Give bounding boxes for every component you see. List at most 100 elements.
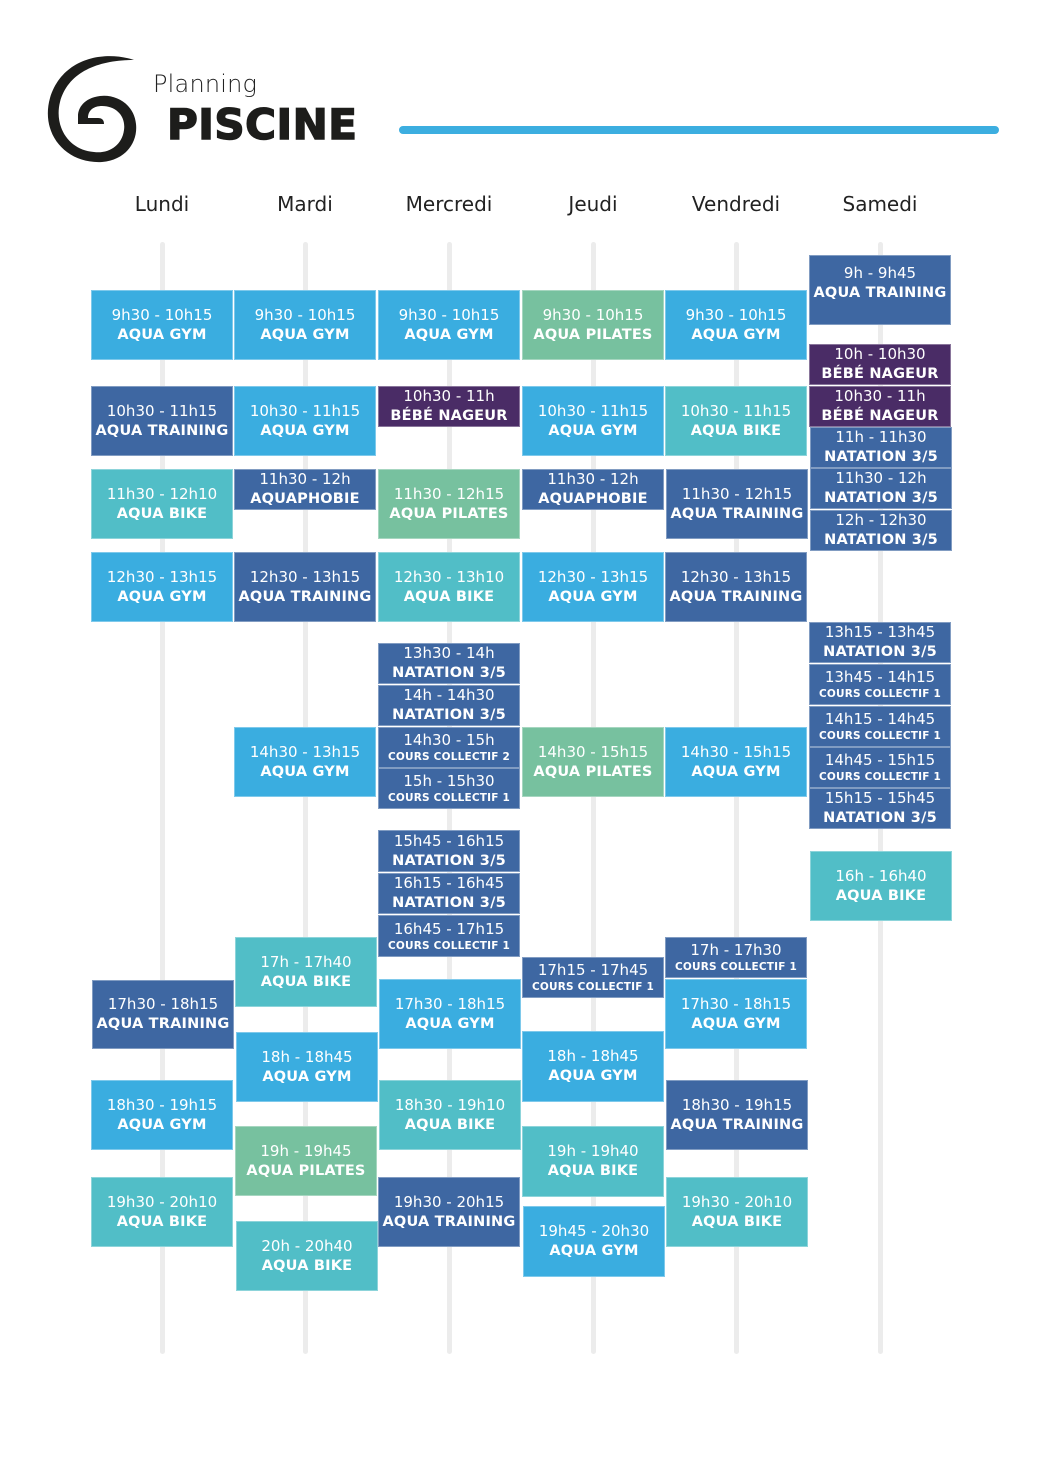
session-time: 11h30 - 12h15 <box>681 484 793 503</box>
session-name: BÉBÉ NAGEUR <box>821 366 939 382</box>
session-name: COURS COLLECTIF 1 <box>388 939 510 952</box>
session-time: 12h30 - 13h15 <box>106 567 218 586</box>
session-name: AQUA GYM <box>548 422 638 439</box>
session-name: AQUA GYM <box>260 422 350 439</box>
header-accent-line <box>399 126 999 134</box>
session-name: AQUA GYM <box>404 326 494 343</box>
session-time: 20h - 20h40 <box>261 1236 353 1255</box>
session-time: 16h - 16h40 <box>835 866 927 885</box>
session-time: 14h30 - 15h15 <box>537 742 649 761</box>
session-time: 14h45 - 15h15 <box>824 751 936 769</box>
session-time: 17h15 - 17h45 <box>537 961 649 979</box>
session-time: 17h - 17h30 <box>690 941 782 959</box>
day-header-samedi: Samedi <box>842 192 918 216</box>
session-time: 18h30 - 19h10 <box>394 1095 506 1114</box>
session-time: 10h30 - 11h15 <box>249 401 361 420</box>
session-name: NATATION 3/5 <box>392 895 506 911</box>
session-name: AQUA PILATES <box>389 505 509 522</box>
session-time: 13h15 - 13h45 <box>824 623 936 641</box>
session-time: 9h30 - 10h15 <box>111 305 213 324</box>
session-name: NATATION 3/5 <box>392 707 506 723</box>
session-time: 19h - 19h40 <box>547 1142 639 1160</box>
session-time: 15h45 - 16h15 <box>393 831 505 850</box>
session-time: 9h30 - 10h15 <box>685 305 787 324</box>
session-time: 18h30 - 19h15 <box>106 1095 218 1114</box>
session-name: AQUA GYM <box>260 326 350 343</box>
session-time: 17h - 17h40 <box>260 952 352 971</box>
session-name: AQUA BIKE <box>835 887 927 904</box>
session-time: 9h30 - 10h15 <box>398 305 500 324</box>
session-name: NATATION 3/5 <box>823 810 937 826</box>
title-piscine: PISCINE <box>166 99 358 150</box>
session-name: AQUA BIKE <box>261 1257 353 1274</box>
session-name: NATATION 3/5 <box>823 644 937 660</box>
timeline-lundi <box>160 242 165 1354</box>
session-time: 13h45 - 14h15 <box>824 668 936 686</box>
session-name: AQUA TRAINING <box>382 1213 516 1230</box>
session-time: 14h30 - 15h15 <box>680 742 792 761</box>
session-name: AQUA BIKE <box>404 1116 496 1133</box>
session-time: 12h30 - 13h10 <box>393 567 505 586</box>
